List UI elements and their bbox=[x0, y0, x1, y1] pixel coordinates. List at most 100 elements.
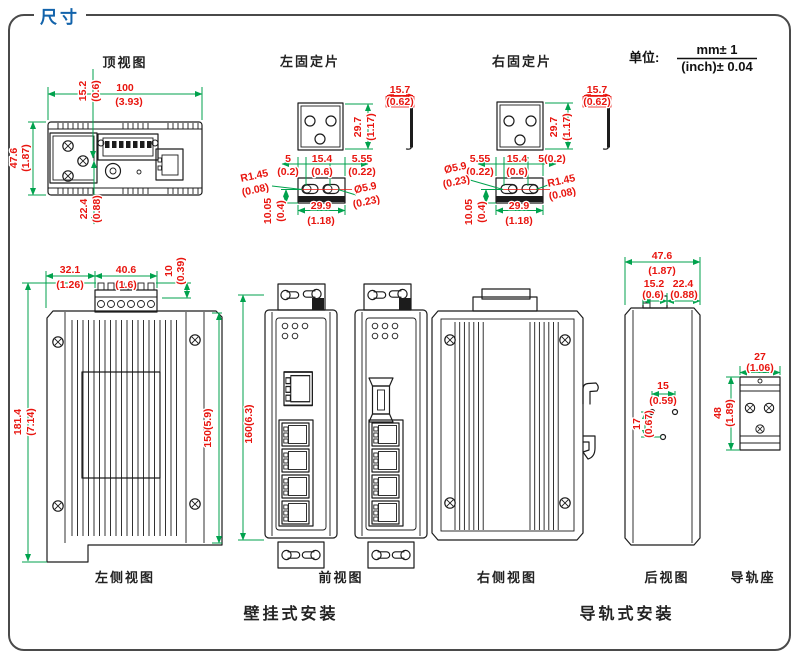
dim-rp-end-mm: 5.55 bbox=[470, 153, 491, 165]
unit-inch: (inch)± 0.04 bbox=[681, 59, 753, 74]
screw-icon bbox=[559, 497, 571, 509]
front-view-label: 前视图 bbox=[318, 570, 363, 585]
rj45-port bbox=[371, 422, 400, 447]
rj45-bank-frame bbox=[368, 419, 404, 527]
din-tab bbox=[399, 298, 411, 310]
dim-top-offset-mm: 15.2 bbox=[77, 81, 89, 102]
dim-rp-flange-in: (0.62) bbox=[583, 96, 610, 108]
dim-rear-side-mm: 22.4 bbox=[673, 278, 694, 290]
dim-rear-width-mm: 47.6 bbox=[652, 250, 673, 262]
dim-rear-pitch-in: (0.59) bbox=[649, 395, 676, 407]
top-ribs bbox=[57, 123, 199, 129]
dim-rp-height-mm: 29.7 bbox=[548, 117, 560, 138]
screw-icon bbox=[763, 402, 775, 414]
dim-lp-width-mm: 29.9 bbox=[311, 200, 332, 212]
dim-ls-total-in: (7.14) bbox=[25, 408, 37, 435]
bottom-mount-bracket bbox=[277, 541, 325, 569]
left-side-body bbox=[46, 310, 223, 563]
terminal-block bbox=[94, 282, 158, 313]
rj45-port bbox=[281, 500, 310, 525]
dim-rp-flange-mm: 15.7 bbox=[587, 84, 608, 96]
unit-label: 单位: bbox=[629, 50, 659, 65]
dim-rp-pitch-in: (0.6) bbox=[506, 166, 528, 178]
dim-top-rear-in: (0.88) bbox=[91, 195, 103, 222]
bottom-mount-bracket bbox=[367, 541, 415, 569]
top-view-left-panel bbox=[49, 132, 98, 184]
mount-hole bbox=[671, 408, 679, 416]
slot-hole bbox=[322, 183, 340, 195]
dim-seat-height-mm: 48 bbox=[712, 407, 724, 419]
power-jack bbox=[104, 162, 122, 180]
plate-hole bbox=[325, 115, 337, 127]
dim-seat-width-mm: 27 bbox=[754, 351, 766, 363]
rail-seat-label: 导轨座 bbox=[730, 570, 775, 585]
screw-icon bbox=[189, 498, 201, 510]
dim-top-width-mm: 100 bbox=[116, 82, 134, 94]
front-view-fiber bbox=[354, 283, 428, 569]
keyhole-slot bbox=[391, 549, 411, 561]
dim-top-offset-in: (0.6) bbox=[90, 80, 102, 102]
rail-mount-section-title: 导轨式安装 bbox=[579, 604, 674, 623]
dim-lp-height-mm: 29.7 bbox=[352, 117, 364, 138]
screw-icon bbox=[62, 140, 74, 152]
screw-icon bbox=[77, 155, 89, 167]
dim-rp-height-in: (1.17) bbox=[561, 113, 573, 140]
right-plate-profile bbox=[583, 103, 610, 148]
top-view-label: 顶视图 bbox=[102, 55, 147, 70]
label-recess bbox=[81, 371, 161, 479]
dim-lp-end-in: (0.22) bbox=[348, 166, 375, 178]
dim-seat-width-in: (1.06) bbox=[746, 362, 773, 374]
dim-ls-tab-mm: 10 bbox=[163, 265, 175, 277]
rear-view-label: 后视图 bbox=[644, 570, 689, 585]
dim-lp-height-in: (1.17) bbox=[365, 113, 377, 140]
dim-ls-seg2-in: (1.6) bbox=[115, 279, 137, 291]
plate-hole bbox=[514, 134, 526, 146]
rj45-bank-frame bbox=[278, 419, 314, 527]
rj45-port bbox=[371, 500, 400, 525]
left-side-view-label: 左侧视图 bbox=[95, 570, 155, 585]
rj45-port bbox=[281, 422, 310, 447]
left-plate-label: 左固定片 bbox=[280, 54, 340, 69]
heatsink-fins bbox=[71, 320, 177, 536]
dim-rp-depth-in: (0.4) bbox=[476, 201, 488, 223]
unit-note: 单位: mm± 1 (inch)± 0.04 bbox=[629, 42, 757, 74]
rear-view: 47.6 (1.87) 15.2 (0.6) 22.4 (0.88) 15 (0… bbox=[624, 249, 701, 585]
small-screw-icon bbox=[757, 378, 763, 384]
front-view-copper: 160(6.3) 前视图 bbox=[238, 283, 363, 585]
screw-icon bbox=[444, 334, 456, 346]
rj45-port bbox=[281, 474, 310, 499]
dim-lp-depth-in: (0.4) bbox=[275, 200, 287, 222]
dim-rear-side-in: (0.88) bbox=[670, 289, 697, 301]
plate-hole bbox=[304, 115, 316, 127]
dim-rear-tab-in: (0.6) bbox=[642, 289, 664, 301]
keyhole-slot bbox=[367, 289, 387, 301]
screw-icon bbox=[559, 334, 571, 346]
rj45-port bbox=[283, 371, 314, 407]
rail-seat-body bbox=[739, 376, 781, 451]
dim-top-rear-mm: 22.4 bbox=[78, 199, 90, 220]
dim-front-height: 160(6.3) bbox=[243, 404, 255, 443]
dim-rear-tab-mm: 15.2 bbox=[644, 278, 665, 290]
screw-icon bbox=[189, 334, 201, 346]
dim-rp-width-mm: 29.9 bbox=[509, 200, 530, 212]
plate-hole bbox=[503, 115, 515, 127]
right-plate-body bbox=[496, 101, 544, 151]
plate-hole bbox=[314, 133, 326, 145]
dim-rear-drop-mm: 17 bbox=[631, 418, 643, 430]
left-plate-bracket bbox=[297, 177, 346, 204]
rj45-port bbox=[281, 448, 310, 473]
plate-hole bbox=[525, 115, 537, 127]
rj45-port bbox=[371, 474, 400, 499]
dim-lp-width-in: (1.18) bbox=[307, 215, 334, 227]
dim-lp-edge-in: (0.2) bbox=[277, 166, 299, 178]
dim-lp-pitch-mm: 15.4 bbox=[312, 153, 333, 165]
led-dot bbox=[136, 169, 142, 175]
right-fixing-plate-view: 右固定片 15.7 bbox=[440, 54, 612, 228]
screw-icon bbox=[744, 402, 756, 414]
screw-icon bbox=[755, 424, 765, 434]
top-view: 顶视图 bbox=[7, 55, 203, 225]
keyhole-slot bbox=[280, 289, 300, 301]
dim-rp-edge: 5(0.2) bbox=[538, 153, 565, 165]
rail-seat-view: 27 (1.06) 48 (1.89) 导轨座 bbox=[711, 350, 781, 585]
